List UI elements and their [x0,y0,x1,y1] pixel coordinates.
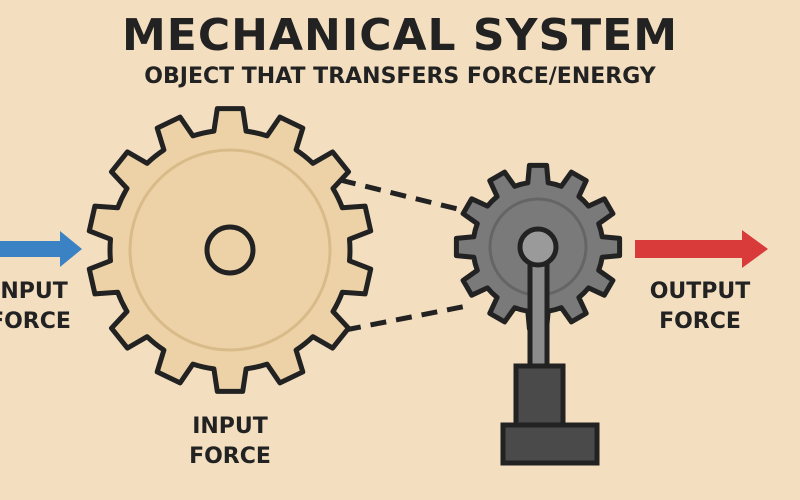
label-line: FORCE [659,309,741,334]
input-gear-hub [204,224,256,276]
label-line: INPUT [192,414,268,439]
input-arrow [0,231,82,267]
label-line: INPUT [0,279,68,304]
output-force-label: OUTPUT FORCE [635,277,765,337]
label-line: FORCE [189,444,271,469]
label-line: FORCE [0,309,71,334]
title: MECHANICAL SYSTEM [122,10,678,61]
piston-base [500,422,600,466]
subtitle: OBJECT THAT TRANSFERS FORCE/ENERGY [144,64,656,89]
input-gear-ring [128,148,332,352]
output-arrow [635,230,768,268]
label-line: OUTPUT [649,279,751,304]
piston-block [513,363,566,429]
gear-input-force-label: INPUT FORCE [170,412,290,472]
belt-line-bottom [344,302,473,333]
left-input-force-label: INPUT FORCE [0,277,80,337]
piston-rod [527,259,550,370]
output-gear-hub [517,226,559,268]
input-gear [86,106,374,394]
